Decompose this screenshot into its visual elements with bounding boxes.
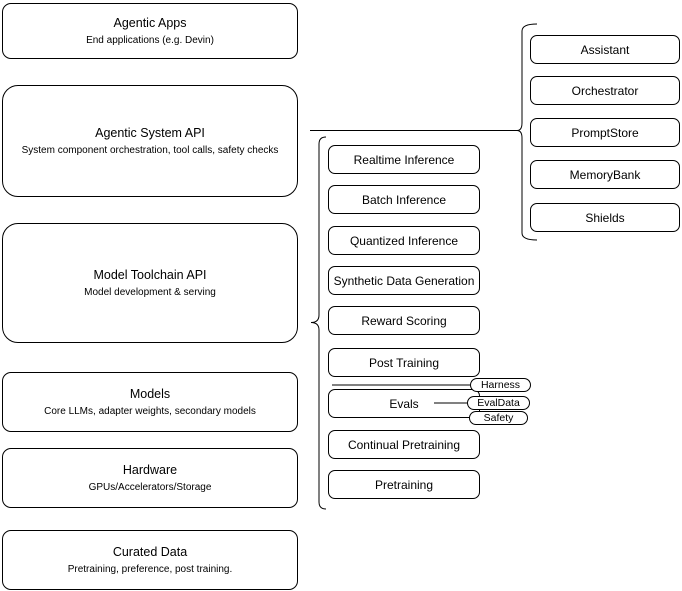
node-subtitle: Pretraining, preference, post training. — [67, 563, 233, 575]
evals-pill-evaldata: EvalData — [467, 396, 530, 410]
node-subtitle: Core LLMs, adapter weights, secondary mo… — [44, 405, 256, 417]
system-item-shields: Shields — [530, 203, 680, 232]
system-item-promptstore: PromptStore — [530, 118, 680, 147]
node-models: Models Core LLMs, adapter weights, secon… — [2, 372, 298, 432]
toolchain-item-post-training: Post Training — [328, 348, 480, 377]
node-subtitle: GPUs/Accelerators/Storage — [88, 481, 212, 493]
toolchain-item-batch-inference: Batch Inference — [328, 185, 480, 214]
node-subtitle: System component orchestration, tool cal… — [21, 144, 279, 156]
node-subtitle: End applications (e.g. Devin) — [86, 34, 214, 46]
toolchain-item-pretraining: Pretraining — [328, 470, 480, 499]
node-model-toolchain-api: Model Toolchain API Model development & … — [2, 223, 298, 343]
evals-pill-safety: Safety — [469, 411, 528, 425]
toolchain-brace — [310, 136, 327, 510]
toolchain-item-reward-scoring: Reward Scoring — [328, 306, 480, 335]
node-agentic-apps: Agentic Apps End applications (e.g. Devi… — [2, 3, 298, 59]
node-title: Hardware — [122, 462, 178, 477]
node-subtitle: Model development & serving — [84, 286, 216, 298]
node-title: Models — [129, 386, 171, 401]
node-curated-data: Curated Data Pretraining, preference, po… — [2, 530, 298, 590]
toolchain-item-evals: Evals — [328, 389, 480, 418]
node-agentic-system-api: Agentic System API System component orch… — [2, 85, 298, 197]
node-title: Curated Data — [112, 544, 188, 559]
system-item-assistant: Assistant — [530, 35, 680, 64]
toolchain-item-synthetic-data-generation: Synthetic Data Generation — [328, 266, 480, 295]
evals-pill-harness: Harness — [470, 378, 531, 392]
node-hardware: Hardware GPUs/Accelerators/Storage — [2, 448, 298, 508]
system-item-orchestrator: Orchestrator — [530, 76, 680, 105]
node-title: Model Toolchain API — [93, 267, 207, 282]
system-item-memorybank: MemoryBank — [530, 160, 680, 189]
toolchain-item-realtime-inference: Realtime Inference — [328, 145, 480, 174]
toolchain-item-quantized-inference: Quantized Inference — [328, 226, 480, 255]
node-title: Agentic System API — [95, 125, 205, 140]
toolchain-item-continual-pretraining: Continual Pretraining — [328, 430, 480, 459]
node-title: Agentic Apps — [113, 15, 187, 30]
